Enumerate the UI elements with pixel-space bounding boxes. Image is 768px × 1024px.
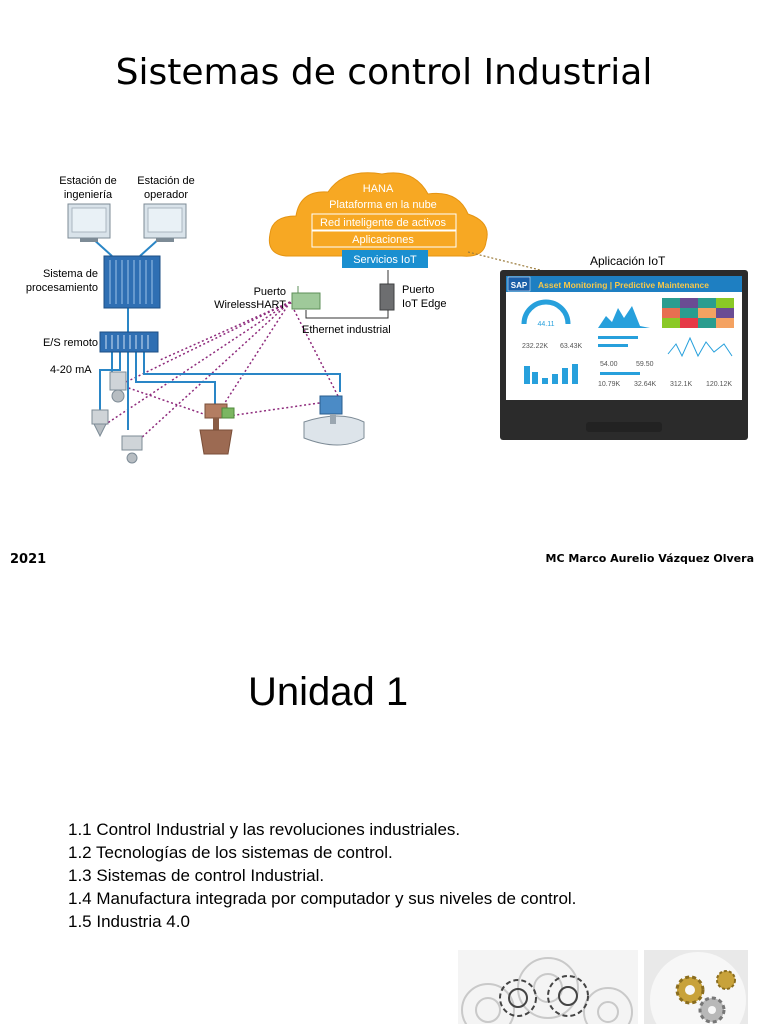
iot-edge-label-1: Puerto (402, 284, 434, 296)
sap-brand: SAP (511, 281, 528, 290)
slide-1: Sistemas de control Industrial Esta (10, 52, 754, 567)
gear-icon (461, 957, 633, 1024)
wirelesshart-label-1: Puerto (254, 286, 286, 298)
processing-system: Sistema de procesamiento (26, 255, 161, 309)
metric-1: 232.22K (522, 343, 548, 350)
operator-station-label-1: Estación de (137, 175, 194, 187)
metric-5: 10.79K (598, 381, 621, 388)
processing-system-label-2: procesamiento (26, 282, 98, 294)
wireless-links (99, 301, 341, 451)
current-loop-label: 4-20 mA (50, 364, 92, 376)
gold-gear-icon (675, 970, 736, 1024)
slide-2: Unidad 1 1.1 Control Industrial y las re… (0, 600, 768, 1024)
metric-8: 120.12K (706, 381, 732, 388)
iot-services-box (342, 250, 428, 268)
year: 2021 (10, 552, 47, 567)
transmitter-icon (121, 435, 143, 464)
metric-7: 312.1K (670, 381, 693, 388)
slide-title: Sistemas de control Industrial (115, 52, 653, 93)
gears-image (458, 950, 748, 1024)
asset-network-label: Red inteligente de activos (320, 217, 446, 229)
iot-edge-gateway: Puerto IoT Edge (379, 283, 446, 311)
gauge-icon (521, 299, 571, 325)
topic-item: 1.3 Sistemas de control Industrial. (68, 866, 325, 885)
topic-item: 1.5 Industria 4.0 (68, 912, 190, 931)
ethernet-links (305, 270, 389, 319)
gear-icon (499, 975, 589, 1017)
operator-station: Estación de operador (137, 175, 195, 242)
ethernet-label: Ethernet industrial (302, 324, 391, 336)
line-chart-icon (667, 336, 733, 358)
cloud-app-link (467, 251, 549, 273)
operator-station-label-2: operador (144, 189, 188, 201)
metric-3: 54.00 (600, 361, 618, 368)
topic-list: 1.1 Control Industrial y las revolucione… (68, 818, 576, 933)
remote-io: E/S remoto 4-20 mA (43, 331, 159, 376)
cloud-hana-label: HANA (363, 183, 394, 195)
transmitter-icon (91, 409, 109, 438)
topic-item: 1.2 Tecnologías de los sistemas de contr… (68, 843, 393, 862)
iot-app-label: Aplicación IoT (590, 254, 666, 268)
processing-system-label-1: Sistema de (43, 268, 98, 280)
bar-chart-icon (524, 364, 578, 384)
iot-edge-label-2: IoT Edge (402, 298, 446, 310)
metric-2: 63.43K (560, 343, 583, 350)
control-valve-icon (199, 403, 235, 455)
area-chart-icon (598, 306, 650, 328)
iot-application: Aplicación IoT SAP Asset Monitoring | Pr… (500, 254, 748, 440)
metric-6: 32.64K (634, 381, 657, 388)
applications-label: Aplicaciones (352, 234, 414, 246)
iot-services-label: Servicios IoT (353, 254, 417, 266)
cloud-platform: HANA Plataforma en la nube Red inteligen… (268, 172, 488, 268)
wired-links (91, 237, 341, 430)
topic-item: 1.4 Manufactura integrada por computador… (68, 889, 577, 908)
io-module-icon (99, 331, 159, 353)
engineering-station-label-2: ingeniería (64, 189, 113, 201)
cloud-platform-label: Plataforma en la nube (329, 199, 437, 211)
monitor-stand-neck (612, 400, 636, 424)
gateway-icon (291, 292, 321, 310)
industrial-control-diagram: Estación de ingeniería Estación de opera… (26, 172, 748, 464)
sap-logo-icon (507, 276, 531, 292)
author: MC Marco Aurelio Vázquez Olvera (545, 552, 754, 565)
transmitter-icon (109, 371, 127, 403)
metric-4: 59.50 (636, 361, 654, 368)
monitor-stand-base (586, 422, 662, 432)
engineering-station-label-1: Estación de (59, 175, 116, 187)
remote-io-label: E/S remoto (43, 337, 98, 349)
wirelesshart-gateway: Puerto WirelessHART (214, 286, 321, 311)
heatmap-icon (662, 298, 734, 328)
engineering-station: Estación de ingeniería (59, 175, 117, 242)
cloud-icon (268, 172, 488, 257)
flowmeter-icon (303, 395, 365, 446)
app-header: Asset Monitoring | Predictive Maintenanc… (538, 280, 709, 290)
edge-device-icon (379, 283, 395, 311)
field-devices (91, 371, 365, 464)
wirelesshart-label-2: WirelessHART (214, 299, 286, 311)
unit-title: Unidad 1 (248, 670, 409, 714)
controller-rack-icon (103, 255, 161, 309)
topic-item: 1.1 Control Industrial y las revolucione… (68, 820, 461, 839)
gauge-value: 44.11 (538, 321, 555, 328)
